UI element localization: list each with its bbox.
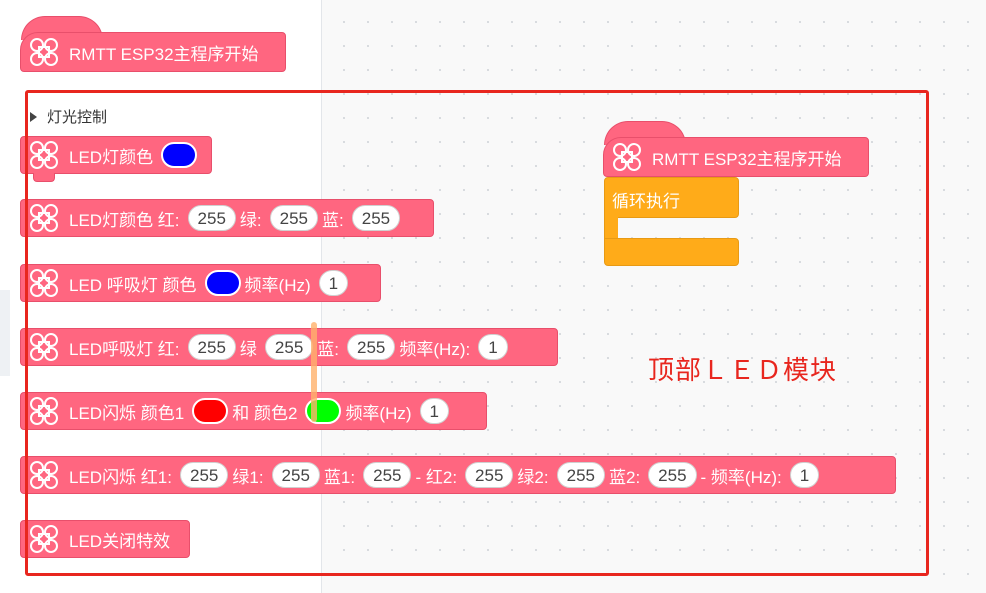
palette-scroll-edge [0, 290, 10, 376]
color-swatch-blue[interactable] [161, 142, 197, 168]
green-label: 绿: [239, 210, 262, 230]
block-label: LED灯颜色 [69, 147, 154, 167]
robot-icon [27, 35, 61, 69]
blink-color-block[interactable]: LED闪烁 颜色1 和 颜色2 频率(Hz) 1 [20, 392, 487, 430]
green1-label: 绿1: [232, 467, 264, 487]
block-label: RMTT ESP32主程序开始 [652, 149, 842, 169]
loop-top [604, 177, 739, 218]
loop-label: 循环执行 [612, 192, 680, 211]
category-header[interactable]: 灯光控制 [30, 106, 107, 127]
green-value-input[interactable]: 255 [264, 334, 314, 360]
highlight-box [25, 90, 929, 576]
blue1-label: 蓝1: [323, 467, 356, 487]
breath-color-block[interactable]: LED 呼吸灯 颜色 频率(Hz) 1 [20, 264, 381, 302]
red2-value-input[interactable]: 255 [465, 462, 514, 488]
freq-input[interactable]: 1 [318, 270, 349, 296]
red-value-input[interactable]: 255 [187, 205, 236, 231]
green2-label: 绿2: [517, 467, 549, 487]
green2-value-input[interactable]: 255 [556, 462, 605, 488]
red1-value-input[interactable]: 255 [179, 462, 229, 488]
red-value-input[interactable]: 255 [187, 334, 236, 360]
workspace-canvas[interactable] [322, 0, 986, 593]
green-value-input[interactable]: 255 [269, 205, 319, 231]
freq-label: 频率(Hz): [399, 339, 471, 359]
workspace-main-start-block[interactable]: RMTT ESP32主程序开始 [603, 137, 869, 177]
annotation-text: 顶部ＬＥＤ模块 [648, 355, 838, 385]
freq-label: 频率(Hz) [345, 403, 412, 423]
led-rgb-block[interactable]: LED灯颜色 红: 255 绿: 255 蓝: 255 [20, 199, 434, 237]
main-program-start-block[interactable]: RMTT ESP32主程序开始 [20, 32, 286, 72]
blue-label: 蓝: [317, 339, 340, 359]
freq-input[interactable]: 1 [478, 334, 508, 360]
drag-insertion-marker [311, 322, 317, 422]
block-label: LED闪烁 颜色1 [69, 403, 185, 423]
block-label: RMTT ESP32主程序开始 [69, 44, 259, 64]
color-swatch-red[interactable] [192, 398, 229, 424]
freq-input[interactable]: 1 [789, 462, 820, 488]
blue-label: 蓝: [322, 210, 344, 230]
forever-loop-block[interactable]: 循环执行 [604, 177, 739, 266]
block-label: LED闪烁 红1: [69, 467, 172, 487]
green1-value-input[interactable]: 255 [271, 462, 320, 488]
red2-label: - 红2: [415, 467, 458, 487]
blue1-value-input[interactable]: 255 [363, 462, 412, 488]
and-color-label: 和 颜色2 [232, 403, 298, 423]
expand-triangle-icon [30, 111, 37, 122]
block-label: LED关闭特效 [69, 531, 171, 551]
block-notch [33, 173, 55, 182]
block-label: LED灯颜色 红: [69, 210, 180, 230]
blue-value-input[interactable]: 255 [347, 334, 396, 360]
block-label: LED呼吸灯 红: [69, 339, 180, 359]
led-off-block[interactable]: LED关闭特效 [20, 520, 190, 558]
freq-input[interactable]: 1 [419, 398, 450, 424]
blue-value-input[interactable]: 255 [351, 205, 401, 231]
breath-rgb-block[interactable]: LED呼吸灯 红: 255 绿 255 蓝: 255 频率(Hz): 1 [20, 328, 558, 366]
color-swatch-blue[interactable] [204, 270, 241, 296]
blue2-label: 蓝2: [608, 467, 641, 487]
freq-label: 频率(Hz) [244, 275, 311, 295]
blue2-value-input[interactable]: 255 [648, 462, 697, 488]
green-label: 绿 [239, 339, 257, 359]
block-label: LED 呼吸灯 颜色 [69, 275, 197, 295]
blink-rgb-block[interactable]: LED闪烁 红1: 255 绿1: 255 蓝1: 255 - 红2: 255 … [20, 456, 896, 494]
freq-label: - 频率(Hz): [700, 467, 782, 487]
loop-bottom [604, 238, 739, 266]
category-title: 灯光控制 [47, 109, 108, 126]
loop-arm [604, 217, 618, 239]
led-color-block[interactable]: LED灯颜色 [20, 136, 212, 182]
